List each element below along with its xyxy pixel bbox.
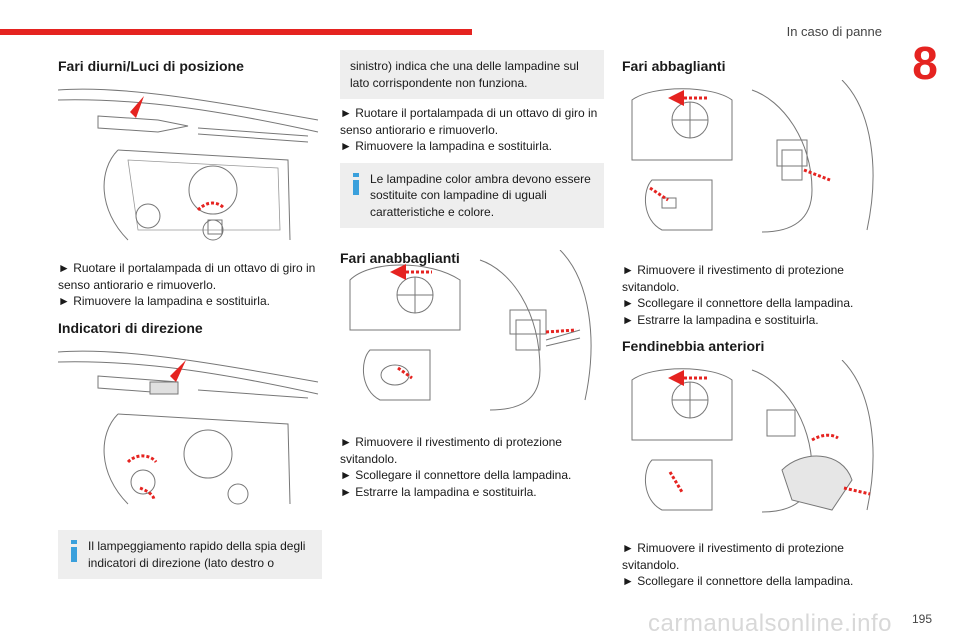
page-number: 195 [911, 612, 932, 626]
high-beam-illustration [631, 80, 874, 233]
low-beam-illustration [349, 250, 592, 411]
chapter-title: In caso di panne [786, 24, 882, 39]
info-box-indicators: Il lampeggiamento rapido della spia degl… [58, 530, 322, 579]
column-1: Fari diurni/Luci di posizione ► Ruotare … [58, 50, 322, 579]
info-text: Il lampeggiamento rapido della spia degl… [88, 539, 306, 570]
indicator-illustration [58, 350, 319, 505]
high-beam-step-2: ► Scollegare il connettore della lampadi… [622, 296, 854, 310]
daytime-step-1: ► Ruotare il portalampada di un ottavo d… [58, 261, 316, 292]
section-title-high-beam: Fari abbaglianti [622, 58, 726, 74]
info-text-amber: Le lampadine color ambra devono essere s… [370, 171, 591, 219]
column-3: Fari abbaglianti ► Rimuovere il rivestim… [622, 50, 886, 588]
section-title-low-beam: Fari anabbaglianti [340, 250, 460, 266]
fog-step-1: ► Rimuovere il rivestimento di protezion… [622, 541, 844, 572]
info-icon [353, 172, 359, 195]
daytime-light-illustration [58, 88, 319, 241]
watermark: carmanualsonline.info [648, 610, 892, 637]
low-beam-step-1: ► Rimuovere il rivestimento di protezion… [340, 435, 562, 466]
section-title-daytime-lights: Fari diurni/Luci di posizione [58, 58, 244, 74]
high-beam-step-1: ► Rimuovere il rivestimento di protezion… [622, 263, 844, 294]
fog-light-illustration [631, 360, 874, 513]
section-title-fog-lights: Fendinebbia anteriori [622, 338, 765, 354]
info-text-continued: sinistro) indica che una delle lampadine… [350, 59, 579, 90]
high-beam-step-3: ► Estrarre la lampadina e sostituirla. [622, 312, 819, 327]
info-box-amber-bulbs: Le lampadine color ambra devono essere s… [340, 162, 604, 228]
fog-step-2: ► Scollegare il connettore della lampadi… [622, 574, 854, 588]
chapter-number: 8 [912, 37, 938, 89]
indicator-step-1: ► Ruotare il portalampada di un ottavo d… [340, 106, 598, 137]
section-title-indicators: Indicatori di direzione [58, 320, 203, 336]
header-red-bar [0, 29, 472, 35]
low-beam-step-2: ► Scollegare il connettore della lampadi… [340, 468, 572, 482]
daytime-step-2: ► Rimuovere la lampadina e sostituirla. [58, 294, 270, 308]
column-2: sinistro) indica che una delle lampadine… [340, 50, 604, 499]
info-icon [71, 540, 77, 562]
info-box-continued: sinistro) indica che una delle lampadine… [340, 50, 604, 99]
indicator-step-2: ► Rimuovere la lampadina e sostituirla. [340, 139, 552, 153]
low-beam-step-3: ► Estrarre la lampadina e sostituirla. [340, 484, 537, 499]
